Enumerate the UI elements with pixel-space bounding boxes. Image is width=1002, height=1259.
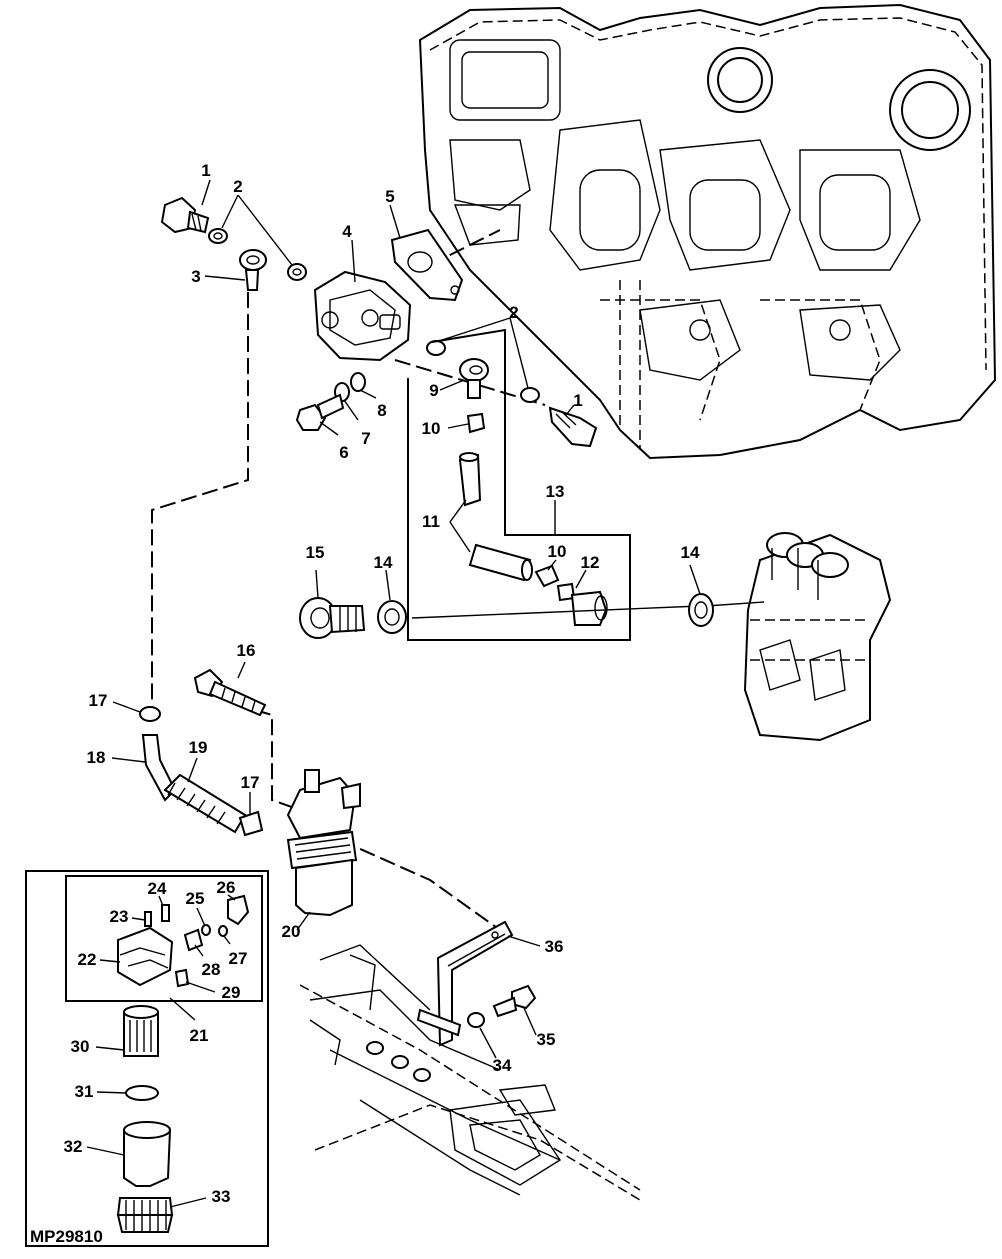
callout-32: 32 [64, 1137, 83, 1156]
callout-24: 24 [148, 879, 167, 898]
clamp-10b [534, 564, 560, 588]
oring-25 [201, 924, 211, 936]
callout-5: 5 [385, 187, 394, 206]
callout-10: 10 [548, 542, 567, 561]
mounting-bracket-36 [416, 920, 514, 1047]
callout-33: 33 [212, 1187, 231, 1206]
callout-22: 22 [78, 950, 97, 969]
callout-20: 20 [282, 922, 301, 941]
callout-34: 34 [493, 1056, 512, 1075]
washer-14b [688, 593, 714, 627]
callout-30: 30 [71, 1037, 90, 1056]
clamp-10a [466, 412, 486, 434]
banjo-bolt-1 [160, 196, 210, 234]
washer-2a [208, 228, 228, 244]
oring-27 [218, 925, 228, 937]
engine-block [418, 3, 997, 460]
callout-7: 7 [361, 429, 370, 448]
callout-1: 1 [201, 161, 210, 180]
fuel-line-group-13 [407, 328, 765, 641]
callout-12: 12 [581, 553, 600, 572]
callout-17: 17 [241, 773, 260, 792]
bolt-35 [492, 984, 537, 1018]
fuel-filter-20 [286, 769, 361, 917]
gasket-5 [390, 228, 464, 302]
callout-labels: 1 2 3 4 5 2 1 9 10 8 7 6 13 11 10 12 15 … [30, 161, 700, 1246]
callout-28: 28 [202, 960, 221, 979]
callout-4: 4 [342, 222, 352, 241]
element-30 [123, 1005, 159, 1057]
hose-11a [458, 452, 482, 507]
hose-11b [468, 543, 533, 582]
washer-2d [520, 387, 540, 403]
callout-3: 3 [191, 267, 200, 286]
callout-1: 1 [573, 391, 582, 410]
elbow-26 [227, 894, 250, 926]
filter-parts-inset [25, 870, 269, 1247]
callout-2: 2 [233, 177, 242, 196]
callout-35: 35 [537, 1030, 556, 1049]
ring-nut-33 [116, 1197, 174, 1233]
hose-19 [163, 773, 247, 834]
banjo-fitting-9 [459, 358, 489, 399]
callout-8: 8 [377, 401, 386, 420]
clamp-17b [238, 810, 264, 837]
callout-11: 11 [422, 512, 440, 531]
chassis-frame [299, 944, 641, 1201]
callout-31: 31 [75, 1082, 94, 1101]
callout-27: 27 [229, 949, 248, 968]
fuel-pump-4 [313, 270, 412, 362]
upper-fittings [160, 196, 598, 448]
bolt-15 [299, 597, 366, 639]
callout-25: 25 [186, 889, 205, 908]
callout-29: 29 [222, 983, 241, 1002]
callout-14: 14 [681, 543, 700, 562]
injection-pump [743, 532, 892, 742]
fitting-28 [183, 928, 204, 952]
callout-18: 18 [87, 748, 106, 767]
washer-34 [467, 1012, 485, 1028]
callout-6: 6 [339, 443, 348, 462]
figure-reference-id: MP29810 [30, 1227, 103, 1246]
callout-13: 13 [546, 482, 565, 501]
callout-2: 2 [509, 303, 518, 322]
bowl-32 [123, 1121, 172, 1187]
callout-14: 14 [374, 553, 393, 572]
fitting-12 [556, 582, 608, 626]
callout-15: 15 [306, 543, 325, 562]
clamp-17a [139, 706, 161, 722]
fitting-29 [174, 968, 190, 988]
screw-23 [144, 911, 152, 927]
washer-14a [377, 600, 407, 634]
callout-21: 21 [190, 1026, 209, 1045]
leader-lines [86, 179, 701, 1208]
callout-26: 26 [217, 878, 236, 897]
callout-36: 36 [545, 937, 564, 956]
filter-head-22 [117, 926, 174, 987]
bolt-16 [193, 668, 267, 717]
banjo-fitting-3 [239, 249, 267, 291]
callout-16: 16 [237, 641, 256, 660]
callout-10: 10 [422, 419, 441, 438]
callout-17: 17 [89, 691, 108, 710]
washer-2b [287, 263, 307, 281]
oring-31 [125, 1085, 159, 1101]
bolt-6 [295, 393, 345, 431]
callout-9: 9 [429, 381, 438, 400]
screw-24 [161, 904, 170, 922]
banjo-bolt-1b [548, 406, 598, 448]
washer-2c [426, 340, 446, 356]
callout-19: 19 [189, 738, 208, 757]
callout-23: 23 [110, 907, 129, 926]
